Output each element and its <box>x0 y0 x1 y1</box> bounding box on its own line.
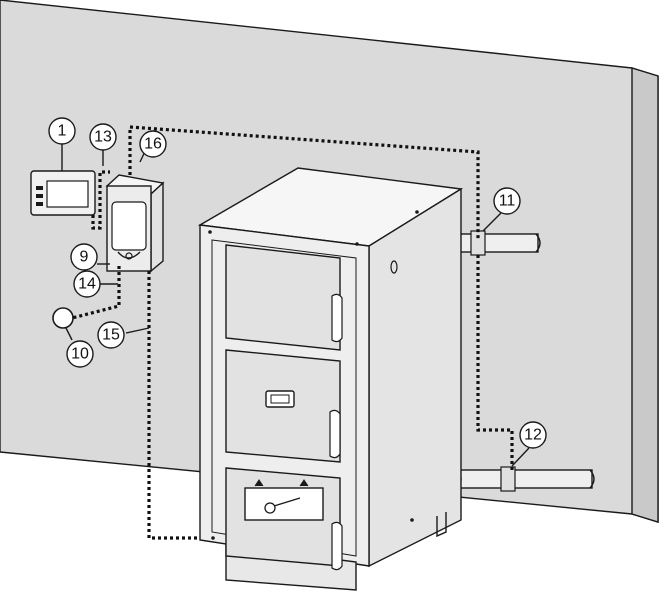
svg-text:14: 14 <box>78 276 96 293</box>
callout-12: 12 <box>519 421 547 449</box>
control-box <box>105 174 165 273</box>
svg-text:16: 16 <box>144 136 162 153</box>
svg-text:11: 11 <box>499 193 516 210</box>
boiler-door-middle <box>225 349 341 463</box>
callout-1: 1 <box>48 117 76 145</box>
cable-runs <box>71 125 514 540</box>
callout-10: 10 <box>66 340 94 368</box>
callout-16: 16 <box>139 130 167 158</box>
callout-9: 9 <box>70 243 98 271</box>
svg-text:1: 1 <box>58 123 67 140</box>
svg-text:15: 15 <box>102 327 120 344</box>
svg-text:10: 10 <box>71 346 89 363</box>
callout-15: 15 <box>97 321 125 349</box>
svg-text:13: 13 <box>94 129 112 146</box>
pipe-lower <box>446 466 595 492</box>
leader-lines <box>61 144 530 467</box>
callout-11: 11 <box>493 187 521 215</box>
temperature-sensor <box>52 307 74 329</box>
callout-13: 13 <box>89 123 117 151</box>
svg-text:12: 12 <box>524 427 542 444</box>
callout-14: 14 <box>73 270 101 298</box>
boiler-door-top <box>225 244 343 351</box>
svg-text:9: 9 <box>80 249 89 266</box>
boiler-door-bottom <box>225 467 343 571</box>
controller-panel <box>30 170 96 216</box>
